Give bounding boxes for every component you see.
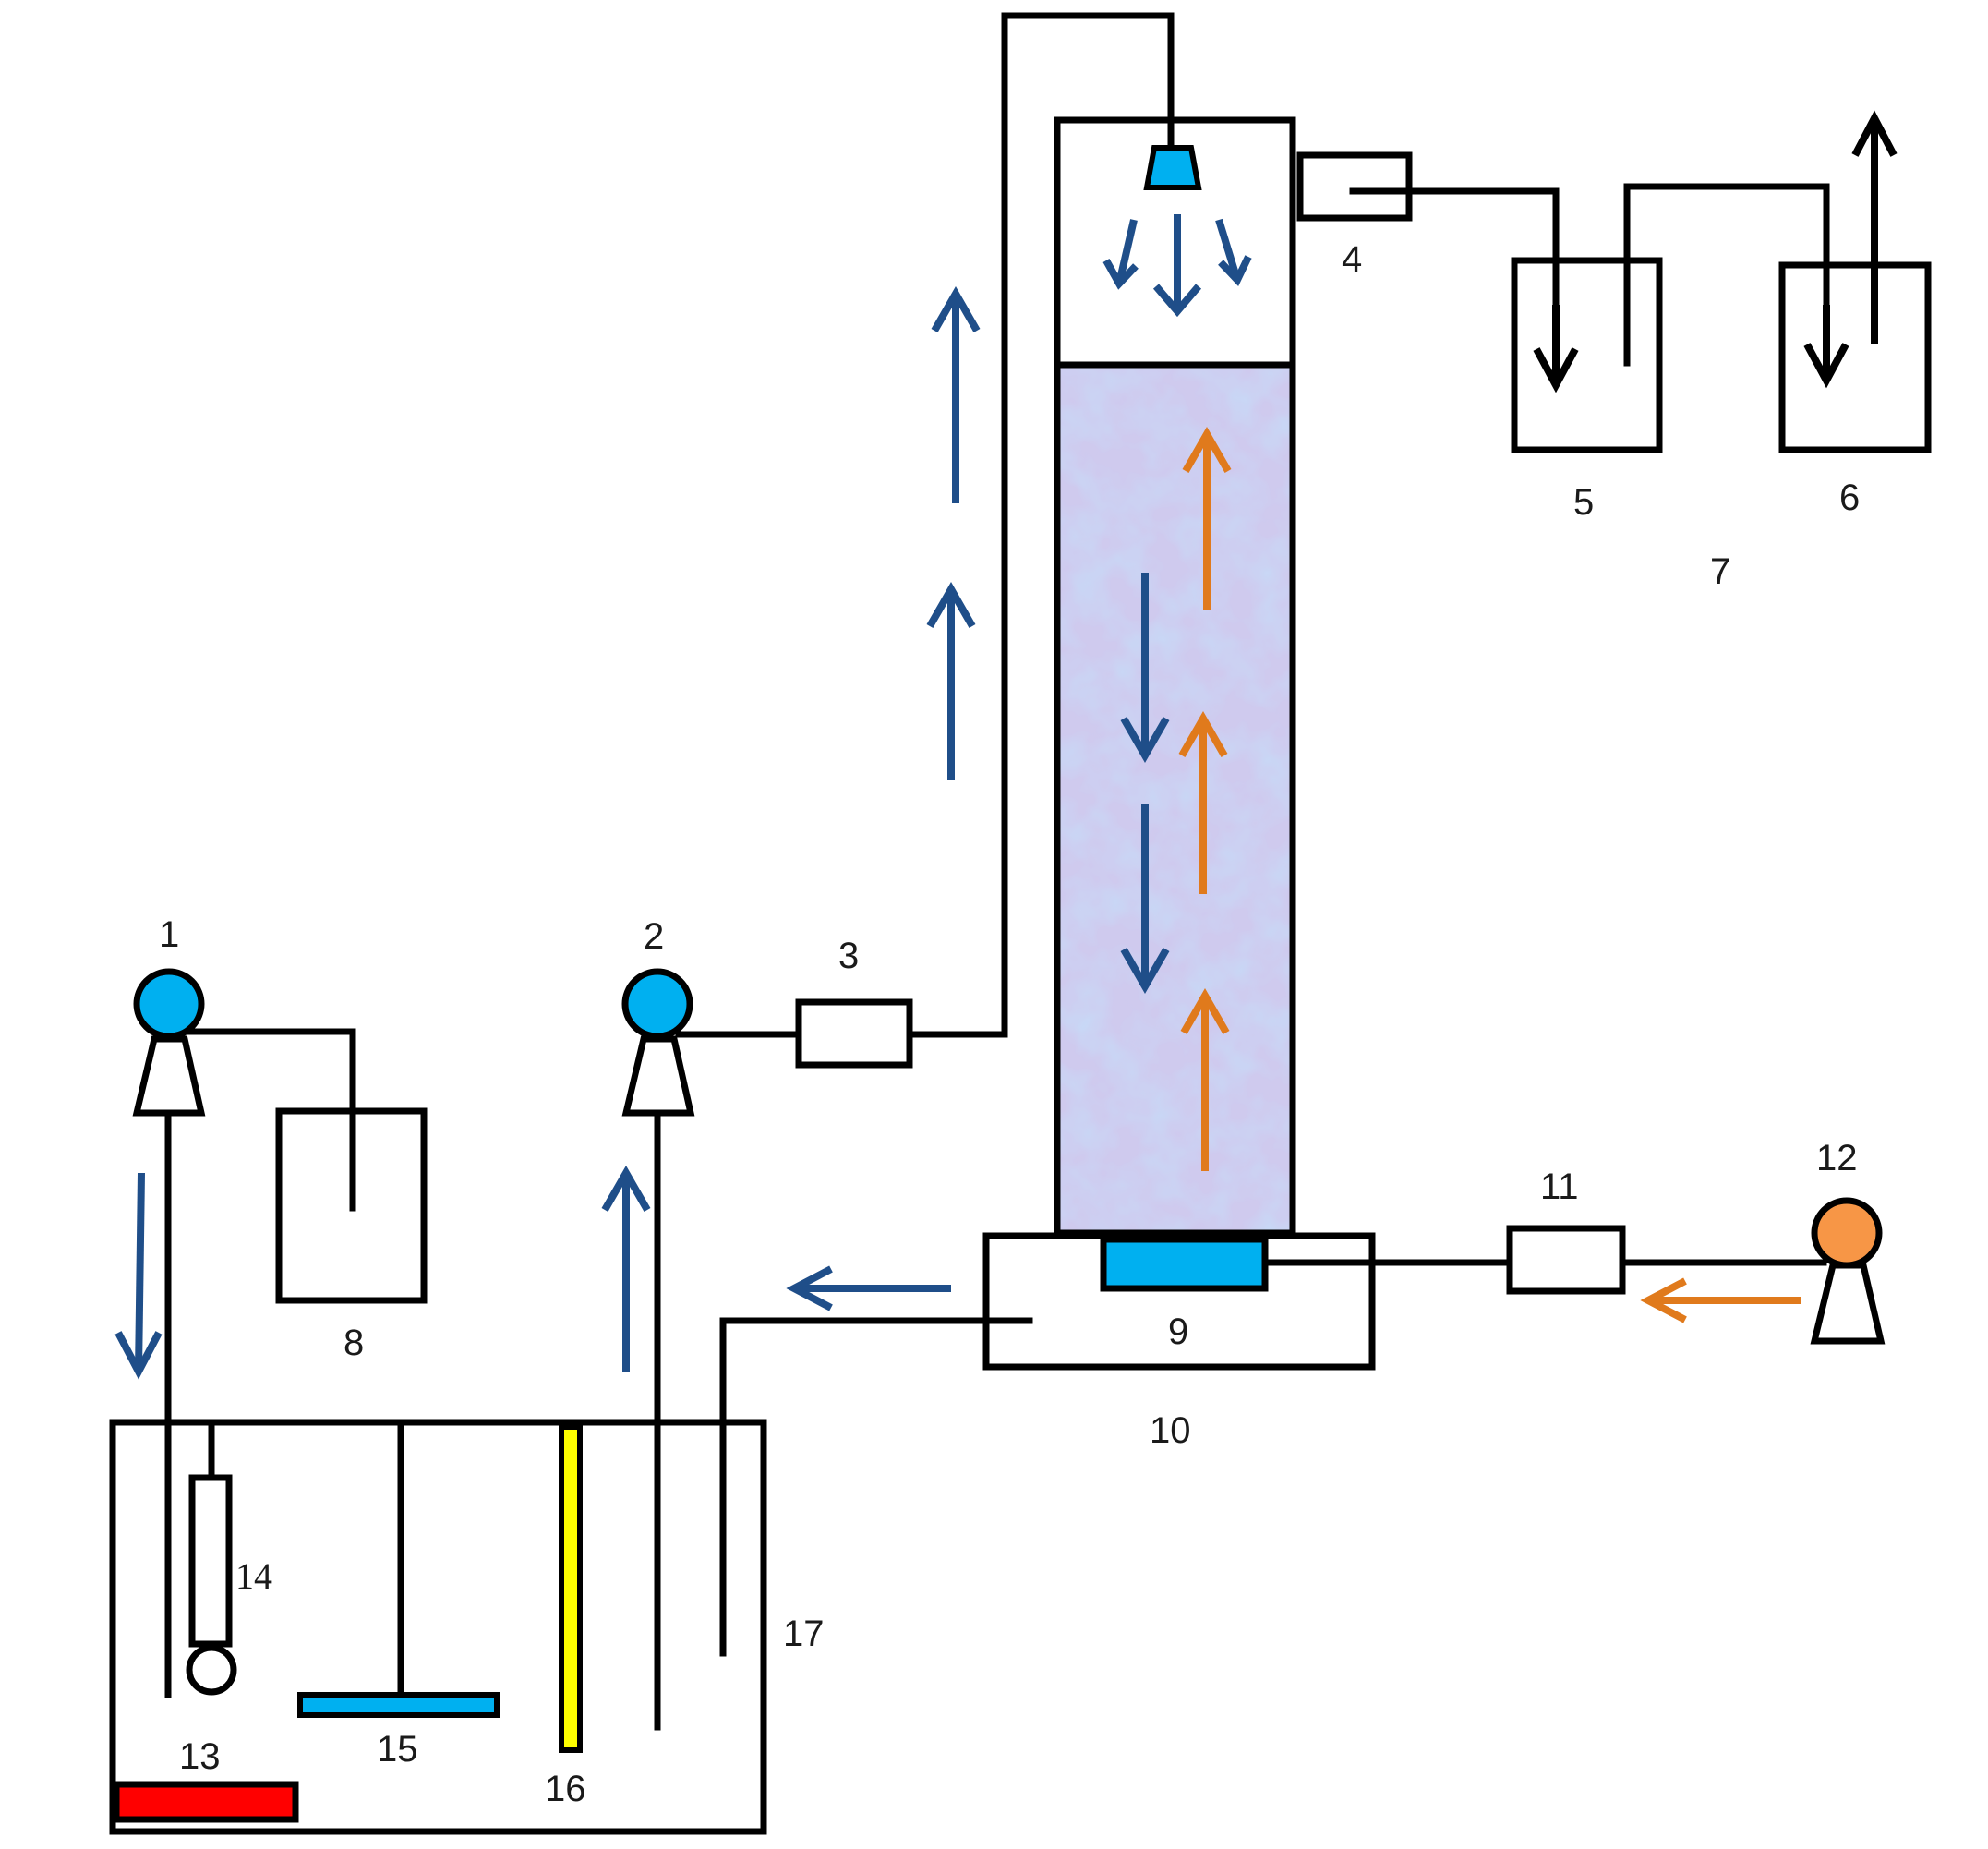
flowmeter-11-icon — [1506, 1225, 1626, 1295]
label-15: 15 — [377, 1729, 418, 1770]
label-9: 9 — [1168, 1311, 1188, 1352]
probe-16-icon — [559, 1424, 583, 1753]
pipework — [164, 12, 1830, 1731]
flow-arrow-icon — [1152, 214, 1202, 318]
pump-1-icon — [132, 968, 206, 1117]
label-14: 14 — [235, 1555, 272, 1597]
flow-arrow-icon — [786, 1265, 951, 1311]
label-3: 3 — [838, 936, 859, 976]
flow-arrow-icon — [1182, 426, 1232, 610]
label-2: 2 — [644, 916, 664, 957]
flow-arrow-icon — [1803, 305, 1849, 389]
flow-arrow-icon — [1180, 987, 1230, 1171]
flow-arrow-icon — [601, 1165, 651, 1372]
pump-12-icon — [1810, 1197, 1886, 1345]
exhaust-arrows — [1533, 110, 1898, 393]
label-11: 11 — [1540, 1166, 1579, 1207]
label-17: 17 — [783, 1613, 825, 1654]
vessel-5-icon — [1511, 257, 1663, 453]
component-labels: 1 2 3 4 5 6 7 8 9 10 11 12 13 14 15 16 1… — [159, 239, 1860, 1809]
label-16: 16 — [545, 1769, 586, 1809]
label-4: 4 — [1342, 239, 1362, 280]
distributor-plate-9 — [1100, 1236, 1269, 1292]
label-12: 12 — [1816, 1138, 1858, 1178]
pump-2-icon — [621, 968, 695, 1117]
flow-arrow-icon — [1640, 1277, 1801, 1323]
flowmeter-4-icon — [1296, 151, 1413, 222]
pipe-pump1-to-8 — [186, 1028, 356, 1212]
flow-arrow-icon — [1178, 710, 1228, 894]
vessel-6-icon — [1778, 261, 1932, 453]
flow-arrow-icon — [1102, 219, 1139, 290]
label-10: 10 — [1150, 1410, 1191, 1451]
flow-arrow-icon — [1851, 110, 1898, 344]
flow-arrow-icon — [114, 1172, 163, 1380]
label-6: 6 — [1839, 477, 1860, 518]
heater-13-icon — [113, 1781, 299, 1823]
tank-shell — [109, 1419, 767, 1835]
label-7: 7 — [1710, 551, 1730, 592]
packing-texture — [1057, 365, 1293, 1233]
gas-flow-arrows — [1178, 426, 1801, 1323]
liquid-flow-arrows — [114, 214, 1252, 1380]
pipe-4-to-5 — [1349, 187, 1560, 308]
packed-column — [1054, 116, 1296, 1237]
probe-14-bulb — [186, 1644, 237, 1696]
flow-arrow-icon — [926, 581, 976, 780]
flow-arrow-icon — [931, 285, 981, 503]
packing-tint — [1057, 365, 1293, 1233]
gas-distributor-10 — [982, 1232, 1376, 1371]
spray-nozzle-icon — [1143, 145, 1202, 190]
tank-17 — [109, 1419, 767, 1835]
flowmeter-3-icon — [795, 998, 913, 1069]
label-5: 5 — [1573, 482, 1594, 523]
flow-arrow-icon — [1215, 218, 1252, 286]
flow-arrow-icon — [1120, 573, 1170, 764]
flow-arrow-icon — [1533, 305, 1579, 393]
label-8: 8 — [343, 1323, 364, 1363]
pipe-fm3-to-nozzle — [906, 12, 1175, 1038]
probe-14-icon — [188, 1474, 233, 1648]
flow-arrow-icon — [1120, 804, 1170, 995]
pipe-10-to-tank — [719, 1317, 1033, 1657]
label-13: 13 — [179, 1736, 221, 1777]
stirrer-15-paddle — [297, 1692, 500, 1718]
label-1: 1 — [159, 914, 179, 955]
